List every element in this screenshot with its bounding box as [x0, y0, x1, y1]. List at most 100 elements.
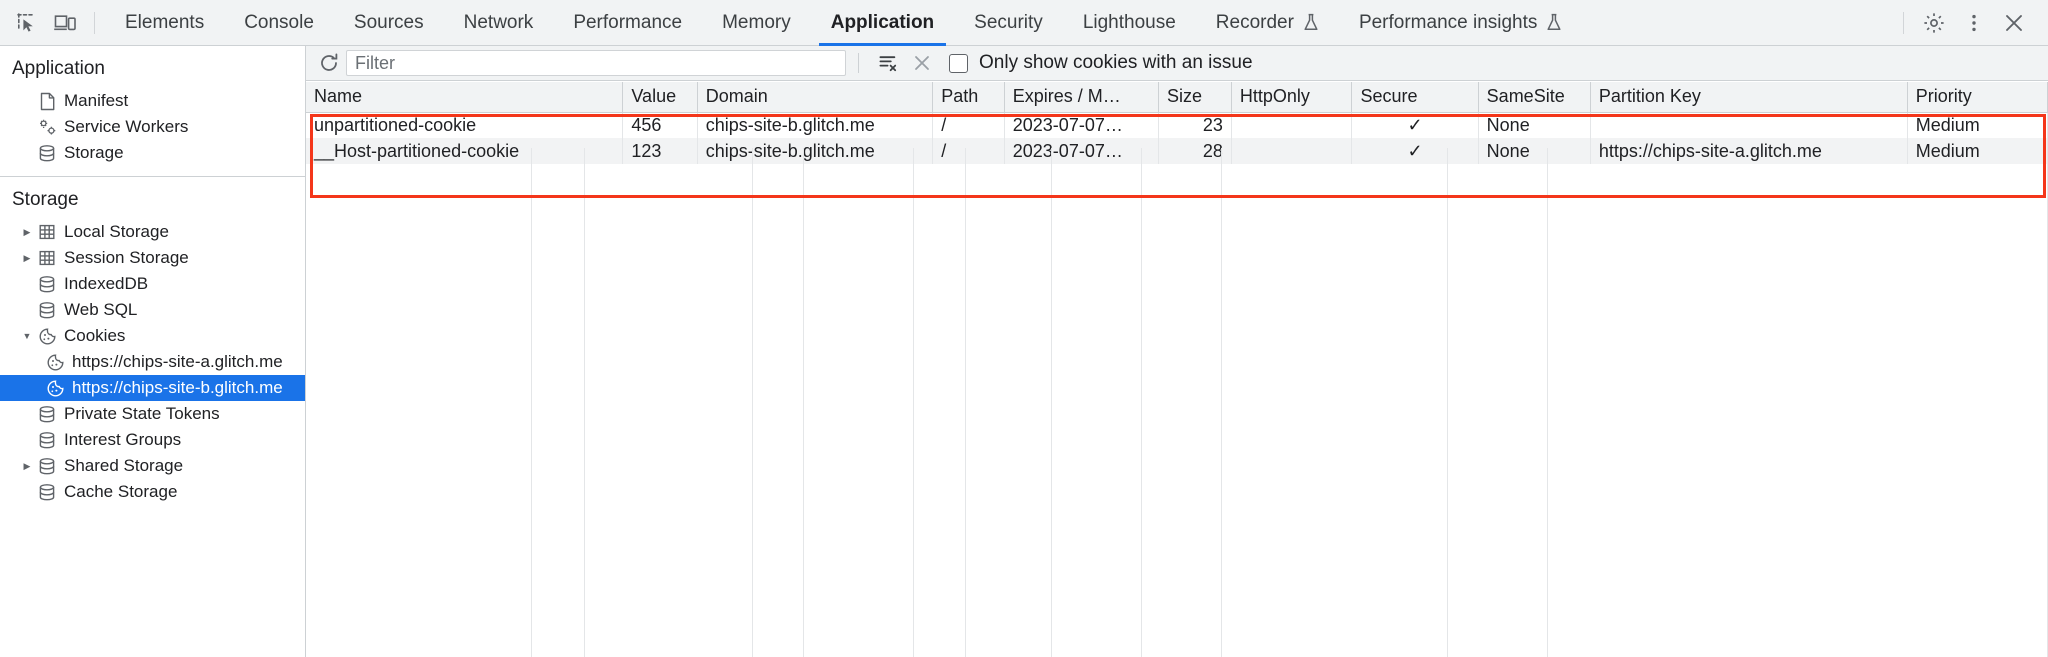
table-header-row: Name Value Domain Path Expires / M… Size…	[306, 82, 2048, 113]
tab-security[interactable]: Security	[954, 0, 1063, 46]
tab-console[interactable]: Console	[224, 0, 334, 46]
panel-tab-list: Elements Console Sources Network Perform…	[105, 0, 1582, 46]
column-header-priority[interactable]: Priority	[1907, 82, 2048, 113]
tab-label: Memory	[722, 11, 791, 33]
cell-value: 123	[622, 138, 698, 164]
refresh-icon[interactable]	[312, 48, 346, 78]
sidebar-item-cookies-chips-site-a[interactable]: https://chips-site-a.glitch.me	[0, 349, 305, 375]
cell-httponly	[1231, 138, 1353, 164]
tab-performance-insights[interactable]: Performance insights	[1339, 0, 1582, 46]
device-toggle-icon[interactable]	[46, 0, 84, 46]
database-icon	[36, 275, 58, 294]
sidebar-item-indexeddb[interactable]: IndexedDB	[0, 271, 305, 297]
sidebar-item-label: Manifest	[64, 91, 129, 110]
database-icon	[36, 483, 58, 502]
document-icon	[36, 92, 58, 111]
cookies-table-container[interactable]: Name Value Domain Path Expires / M… Size…	[306, 82, 2048, 657]
tab-performance[interactable]: Performance	[553, 0, 702, 46]
table-row[interactable]: unpartitioned-cookie 456 chips-site-b.gl…	[306, 112, 2048, 138]
sidebar-item-cookies[interactable]: ▼ Cookies	[0, 323, 305, 349]
sidebar-item-cache-storage[interactable]: Cache Storage	[0, 479, 305, 505]
sidebar-item-label: Cache Storage	[64, 482, 178, 501]
tab-lighthouse[interactable]: Lighthouse	[1063, 0, 1196, 46]
filterbar-divider	[858, 53, 859, 73]
column-header-samesite[interactable]: SameSite	[1478, 82, 1591, 113]
cell-samesite: None	[1478, 138, 1591, 164]
chevron-right-icon[interactable]: ▶	[23, 460, 31, 471]
column-header-partition-key[interactable]: Partition Key	[1590, 82, 1908, 113]
only-issues-checkbox-row[interactable]: Only show cookies with an issue	[949, 52, 1253, 74]
database-icon	[36, 431, 58, 450]
tab-label: Performance insights	[1358, 11, 1538, 33]
chevron-down-icon[interactable]: ▼	[22, 331, 32, 341]
clear-filtered-icon[interactable]	[871, 49, 905, 77]
database-icon	[36, 144, 58, 163]
cell-domain: chips-site-b.glitch.me	[697, 112, 934, 138]
column-header-path[interactable]: Path	[932, 82, 1005, 113]
devtools-toolbar: Elements Console Sources Network Perform…	[0, 0, 2048, 46]
sidebar-item-storage[interactable]: Storage	[0, 140, 305, 166]
sidebar-item-session-storage[interactable]: ▶ Session Storage	[0, 245, 305, 271]
cookie-icon	[44, 353, 66, 372]
table-row[interactable]: __Host-partitioned-cookie 123 chips-site…	[306, 138, 2048, 164]
sidebar-item-service-workers[interactable]: Service Workers	[0, 114, 305, 140]
tab-label: Network	[463, 11, 534, 33]
column-header-secure[interactable]: Secure	[1351, 82, 1479, 113]
application-sidebar: Application Manifest Service Workers	[0, 46, 306, 657]
only-issues-checkbox[interactable]	[949, 53, 968, 73]
column-header-httponly[interactable]: HttpOnly	[1231, 82, 1353, 113]
cell-name: unpartitioned-cookie	[306, 112, 624, 138]
cell-partition-key	[1590, 112, 1908, 138]
tab-memory[interactable]: Memory	[702, 0, 811, 46]
sidebar-item-private-state-tokens[interactable]: Private State Tokens	[0, 401, 305, 427]
tab-label: Recorder	[1215, 11, 1294, 33]
inspect-element-icon[interactable]	[8, 0, 46, 46]
cell-secure: ✓	[1351, 112, 1479, 138]
sidebar-divider	[0, 176, 305, 177]
cell-domain: chips-site-b.glitch.me	[697, 138, 934, 164]
cell-name: __Host-partitioned-cookie	[306, 138, 624, 164]
sidebar-item-label: Local Storage	[64, 222, 169, 241]
sidebar-item-label: Service Workers	[64, 117, 189, 136]
sidebar-item-cookies-chips-site-b[interactable]: https://chips-site-b.glitch.me	[0, 375, 305, 401]
sidebar-item-label: Storage	[64, 143, 124, 162]
tab-sources[interactable]: Sources	[334, 0, 444, 46]
tab-label: Elements	[125, 11, 205, 33]
cell-size: 23	[1158, 112, 1232, 138]
column-header-domain[interactable]: Domain	[697, 82, 934, 113]
chevron-right-icon[interactable]: ▶	[23, 226, 31, 237]
gear-icon[interactable]	[1914, 0, 1954, 46]
column-header-expires[interactable]: Expires / M…	[1004, 82, 1160, 113]
sidebar-item-label: Shared Storage	[64, 456, 184, 475]
cookie-icon	[36, 327, 58, 346]
tab-label: Performance	[573, 11, 683, 33]
tab-recorder[interactable]: Recorder	[1196, 0, 1339, 46]
sidebar-item-interest-groups[interactable]: Interest Groups	[0, 427, 305, 453]
filter-input[interactable]: Filter	[346, 50, 846, 76]
sidebar-item-web-sql[interactable]: Web SQL	[0, 297, 305, 323]
cell-partition-key: https://chips-site-a.glitch.me	[1590, 138, 1908, 164]
column-header-value[interactable]: Value	[622, 82, 698, 113]
sidebar-item-label: Session Storage	[64, 248, 189, 267]
tab-application[interactable]: Application	[811, 0, 954, 46]
tab-elements[interactable]: Elements	[105, 0, 224, 46]
clear-x-icon[interactable]	[905, 49, 939, 77]
chevron-right-icon[interactable]: ▶	[23, 252, 31, 263]
tab-network[interactable]: Network	[444, 0, 554, 46]
sidebar-item-local-storage[interactable]: ▶ Local Storage	[0, 219, 305, 245]
sidebar-item-label: IndexedDB	[64, 274, 149, 293]
sidebar-item-manifest[interactable]: Manifest	[0, 88, 305, 114]
sidebar-item-label: Private State Tokens	[64, 404, 220, 423]
cell-size: 28	[1158, 138, 1232, 164]
cell-expires: 2023-07-07…	[1004, 138, 1160, 164]
cell-samesite: None	[1478, 112, 1591, 138]
close-icon[interactable]	[1994, 0, 2034, 46]
sidebar-item-shared-storage[interactable]: ▶ Shared Storage	[0, 453, 305, 479]
more-vertical-icon[interactable]	[1954, 0, 1994, 46]
toolbar-divider	[94, 11, 95, 34]
sidebar-heading-application: Application	[12, 58, 105, 79]
column-header-name[interactable]: Name	[306, 82, 624, 113]
experiment-flask-icon	[1303, 13, 1319, 32]
gear-cluster-icon	[36, 118, 58, 137]
column-header-size[interactable]: Size	[1158, 82, 1232, 113]
